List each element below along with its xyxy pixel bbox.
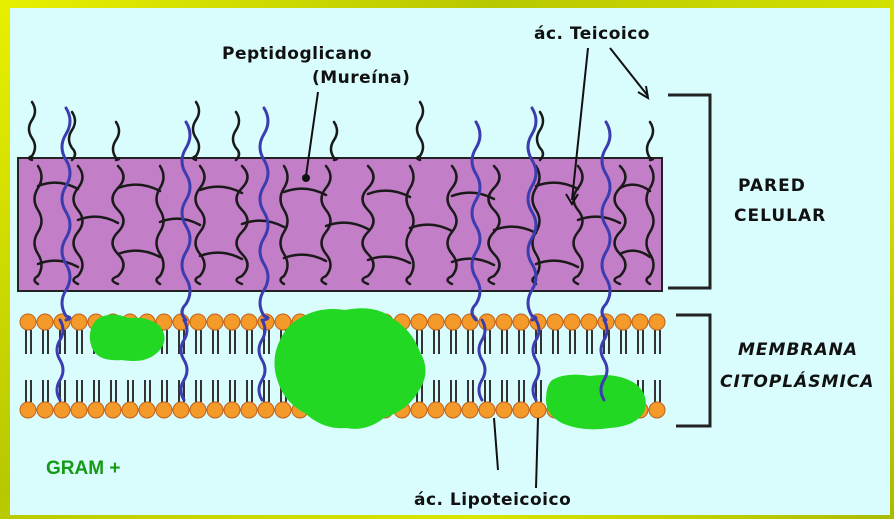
peptidoglycan-pointer-dot <box>302 174 310 182</box>
lipid-head <box>428 314 444 330</box>
surface-strand <box>113 122 119 160</box>
label-celular: CELULAR <box>734 206 826 226</box>
teichoic-pointer-2 <box>610 48 648 96</box>
membrane-bracket <box>676 315 710 426</box>
lipid-head <box>428 402 444 418</box>
lipid-head <box>547 314 563 330</box>
surface-strand <box>647 122 653 160</box>
membrane-protein-right <box>546 375 646 430</box>
lipid-head <box>462 402 478 418</box>
lipid-head <box>37 314 53 330</box>
lipid-head <box>479 314 495 330</box>
lipid-head <box>649 314 665 330</box>
lipid-head <box>54 402 70 418</box>
label-lipoteicoico: ác. Lipoteicoico <box>414 490 571 510</box>
lipoteichoic-pointer-2 <box>536 418 538 488</box>
label-pared: PARED <box>738 176 806 196</box>
label-mureina: (Mureína) <box>312 68 410 88</box>
lipid-head <box>479 402 495 418</box>
lipoteichoic-pointer-1 <box>494 418 498 470</box>
lipid-head <box>513 314 529 330</box>
lipid-head <box>496 402 512 418</box>
lipid-head <box>513 402 529 418</box>
lipid-head <box>581 314 597 330</box>
lipid-head <box>445 314 461 330</box>
lipid-head <box>190 402 206 418</box>
gram-positive-label: GRAM + <box>46 458 120 480</box>
label-citoplasmica: CITOPLÁSMICA <box>720 372 874 392</box>
lipid-head <box>122 402 138 418</box>
lipid-head <box>411 314 427 330</box>
lipid-head <box>530 402 546 418</box>
surface-strand <box>331 122 337 160</box>
lipid-head <box>411 402 427 418</box>
lipid-head <box>71 314 87 330</box>
lipid-head <box>258 402 274 418</box>
lipid-head <box>275 402 291 418</box>
lipid-head <box>224 314 240 330</box>
teichoic-pointer-2-arrow <box>638 86 648 98</box>
lipid-head <box>496 314 512 330</box>
surface-strand <box>193 102 199 160</box>
surface-strand <box>417 102 423 160</box>
lipid-head <box>156 402 172 418</box>
lipid-head <box>462 314 478 330</box>
lipid-head <box>241 402 257 418</box>
lipid-head <box>105 402 121 418</box>
lipid-head <box>139 402 155 418</box>
label-membrana: MEMBRANA <box>738 340 858 360</box>
wall-bracket <box>668 95 710 288</box>
lipid-head <box>207 314 223 330</box>
surface-strand <box>233 112 239 160</box>
lipid-head <box>71 402 87 418</box>
lipid-head <box>241 314 257 330</box>
label-peptidoglicano: Peptidoglicano <box>222 44 372 64</box>
lipid-head <box>649 402 665 418</box>
lipid-head <box>88 402 104 418</box>
lipid-head <box>173 402 189 418</box>
lipid-head <box>37 402 53 418</box>
label-teicoico: ác. Teicoico <box>534 24 650 44</box>
lipid-head <box>632 314 648 330</box>
peptidoglycan-wall <box>18 158 662 291</box>
lipid-head <box>615 314 631 330</box>
lipid-head <box>564 314 580 330</box>
lipid-head <box>224 402 240 418</box>
lipid-head <box>20 314 36 330</box>
lipid-head <box>207 402 223 418</box>
lipid-head <box>20 402 36 418</box>
surface-strand <box>29 102 35 160</box>
lipid-head <box>190 314 206 330</box>
surface-strand <box>537 112 543 160</box>
surface-strands <box>29 102 653 160</box>
lipid-head <box>445 402 461 418</box>
